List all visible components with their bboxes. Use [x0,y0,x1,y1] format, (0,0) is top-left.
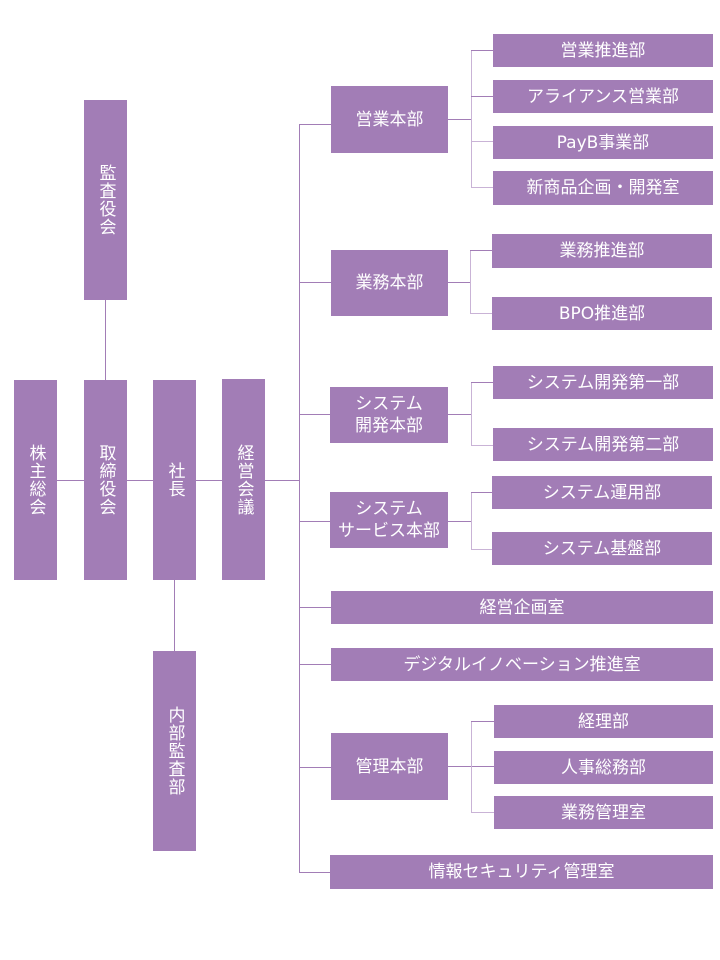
division-sysdev-box: システム 開発本部 [330,387,448,443]
connector-admin-vertical [471,721,472,812]
connector-sysdev-vertical [471,382,472,445]
dept-sysdev-1-box: システム開発第一部 [493,366,713,399]
division-digital-box: デジタルイノベーション推進室 [331,648,713,681]
connector-sysdev-child-1 [471,382,493,383]
connector-meeting-trunk [265,480,299,481]
dept-sys-infrastructure-box: システム基盤部 [492,532,712,565]
connector-sales-child-2 [471,96,493,97]
connector-sysservice-child-1 [471,492,493,493]
dept-sysdev-2-box: システム開発第二部 [493,428,713,461]
dept-payb-box: PayB事業部 [493,126,713,159]
connector-operations-vertical [470,250,471,313]
connector-branch-digital [299,664,331,665]
connector-operations-child-1 [470,250,492,251]
connector-sysservice-out [448,521,471,522]
connector-main-trunk [299,124,300,873]
dept-sales-promotion-box: 営業推進部 [493,34,713,67]
division-sysservice-box: システム サービス本部 [330,492,448,548]
connector-sales-child-3 [471,141,493,142]
connector-sysservice-child-2 [471,549,493,550]
connector-branch-admin [299,767,331,768]
connector-branch-planning [299,607,331,608]
connector-branch-sysdev [299,414,331,415]
dept-operations-promotion-box: 業務推進部 [492,234,712,268]
connector-branch-sysservice [299,521,331,522]
division-operations-box: 業務本部 [331,250,448,316]
connector-president-internal-audit [174,580,175,651]
connector-operations-child-2 [470,313,492,314]
dept-new-product-box: 新商品企画・開発室 [493,171,713,205]
connector-sysservice-vertical [471,492,472,549]
connector-president-meeting [196,480,222,481]
audit-board-box: 監査役会 [84,100,127,300]
president-box: 社長 [153,380,196,580]
connector-sales-child-4 [471,187,493,188]
connector-board-president [127,480,153,481]
connector-sales-out [448,119,471,120]
division-sales-box: 営業本部 [331,86,448,153]
dept-business-admin-box: 業務管理室 [494,796,713,829]
connector-branch-sales [299,124,331,125]
internal-audit-box: 内部監査部 [153,651,196,851]
division-planning-box: 経営企画室 [331,591,713,624]
connector-admin-child-3 [471,812,494,813]
connector-shareholders-board [57,480,84,481]
connector-admin-child-1 [471,721,494,722]
dept-alliance-sales-box: アライアンス営業部 [493,80,713,113]
dept-accounting-box: 経理部 [494,705,713,738]
connector-branch-security [299,872,331,873]
board-of-directors-box: 取締役会 [84,380,127,580]
dept-bpo-box: BPO推進部 [492,297,712,330]
management-meeting-box: 経営会議 [222,379,265,580]
shareholders-meeting-box: 株主総会 [14,380,57,580]
connector-operations-out [448,282,470,283]
connector-sysdev-out [448,414,471,415]
dept-sys-operations-box: システム運用部 [492,476,712,509]
connector-board-auditors [105,300,106,380]
connector-sales-child-1 [471,50,493,51]
connector-sales-vertical [471,50,472,187]
division-security-box: 情報セキュリティ管理室 [330,855,713,889]
connector-branch-operations [299,282,331,283]
dept-hr-general-affairs-box: 人事総務部 [494,751,713,784]
division-admin-box: 管理本部 [331,733,448,800]
connector-sysdev-child-2 [471,445,493,446]
